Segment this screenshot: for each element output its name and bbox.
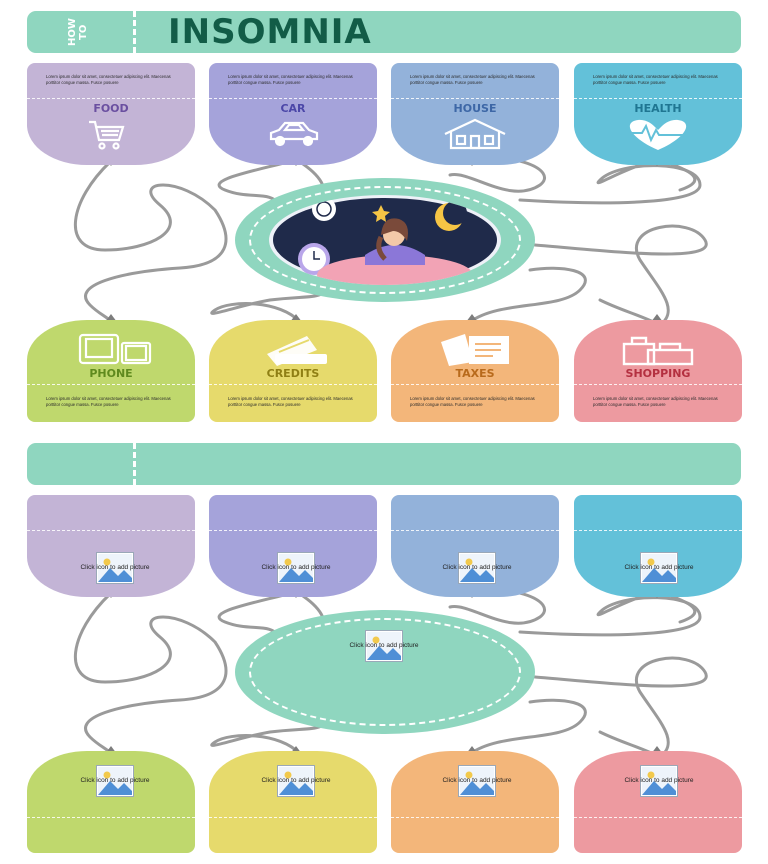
insomnia-illustration: [269, 195, 501, 285]
placeholder-caption: Click icon to add picture: [80, 564, 150, 571]
card-description: Lorem ipsum dolor sit amet, consectetuer…: [228, 74, 353, 85]
placeholder-caption: Click icon to add picture: [624, 564, 694, 571]
template-center-frame: [235, 610, 535, 734]
health-card: Lorem ipsum dolor sit amet, consectetuer…: [574, 63, 742, 165]
card-divider: [574, 384, 742, 385]
page-title: INSOMNIA: [168, 12, 372, 52]
picture-placeholder[interactable]: Click icon to add picture: [624, 552, 694, 584]
card-divider: [27, 384, 195, 385]
card-divider: [27, 530, 195, 531]
how-to-label: HOW TO: [67, 18, 89, 46]
shopping-cart-icon: [89, 120, 125, 150]
card-divider: [209, 98, 377, 99]
taxes-card: TAXES Lorem ipsum dolor sit amet, consec…: [391, 320, 559, 422]
card-description: Lorem ipsum dolor sit amet, consectetuer…: [593, 74, 718, 85]
shopping-card: SHOPPING Lorem ipsum dolor sit amet, con…: [574, 320, 742, 422]
card-description: Lorem ipsum dolor sit amet, consectetuer…: [410, 74, 535, 85]
placeholder-caption: Click icon to add picture: [80, 777, 150, 784]
placeholder-caption: Click icon to add picture: [261, 777, 331, 784]
house-card: Lorem ipsum dolor sit amet, consectetuer…: [391, 63, 559, 165]
credit-card-icon: [267, 336, 327, 366]
card-description: Lorem ipsum dolor sit amet, consectetuer…: [593, 396, 718, 407]
heart-pulse-icon: [628, 119, 689, 150]
picture-placeholder[interactable]: Click icon to add picture: [442, 765, 512, 797]
add-picture-icon[interactable]: [367, 632, 401, 660]
add-picture-icon[interactable]: [460, 767, 494, 795]
tax-papers-icon: [441, 334, 509, 366]
header-banner: HOW TO INSOMNIA: [27, 11, 741, 53]
card-label: CREDITS: [266, 367, 320, 380]
picture-placeholder[interactable]: Click icon to add picture: [261, 552, 331, 584]
dashed-border: [249, 186, 521, 294]
card-divider: [209, 384, 377, 385]
add-picture-icon[interactable]: [642, 554, 676, 582]
placeholder-caption: Click icon to add picture: [442, 777, 512, 784]
center-illustration-frame: [235, 178, 535, 302]
placeholder-caption: Click icon to add picture: [261, 564, 331, 571]
card-divider: [574, 98, 742, 99]
template-banner: [27, 443, 741, 485]
card-label: SHOPPING: [625, 367, 691, 380]
picture-placeholder[interactable]: Click icon to add picture: [349, 630, 419, 662]
card-divider: [574, 817, 742, 818]
add-picture-icon[interactable]: [98, 554, 132, 582]
card-description: Lorem ipsum dolor sit amet, consectetuer…: [410, 396, 535, 407]
card-description: Lorem ipsum dolor sit amet, consectetuer…: [228, 396, 353, 407]
add-picture-icon[interactable]: [642, 767, 676, 795]
card-label: CAR: [280, 102, 306, 115]
card-label: HOUSE: [453, 102, 497, 115]
card-description: Lorem ipsum dolor sit amet, consectetuer…: [46, 396, 171, 407]
card-divider: [27, 817, 195, 818]
card-divider: [391, 98, 559, 99]
placeholder-caption: Click icon to add picture: [349, 642, 419, 649]
card-label: TAXES: [455, 367, 495, 380]
picture-placeholder[interactable]: Click icon to add picture: [261, 765, 331, 797]
picture-placeholder[interactable]: Click icon to add picture: [624, 765, 694, 797]
add-picture-icon[interactable]: [279, 554, 313, 582]
card-divider: [574, 530, 742, 531]
devices-icon: [78, 333, 152, 365]
car-card: Lorem ipsum dolor sit amet, consectetuer…: [209, 63, 377, 165]
card-label: FOOD: [93, 102, 129, 115]
add-picture-icon[interactable]: [279, 767, 313, 795]
add-picture-icon[interactable]: [460, 554, 494, 582]
card-divider: [391, 530, 559, 531]
picture-placeholder[interactable]: Click icon to add picture: [80, 765, 150, 797]
add-picture-icon[interactable]: [98, 767, 132, 795]
picture-placeholder[interactable]: Click icon to add picture: [442, 552, 512, 584]
card-divider: [391, 384, 559, 385]
card-label: PHONE: [89, 367, 133, 380]
dashed-border: [249, 618, 521, 726]
credits-card: CREDITS Lorem ipsum dolor sit amet, cons…: [209, 320, 377, 422]
shopping-bag-icon: [622, 336, 694, 366]
placeholder-caption: Click icon to add picture: [624, 777, 694, 784]
card-divider: [27, 98, 195, 99]
card-divider: [209, 817, 377, 818]
card-label: HEALTH: [634, 102, 682, 115]
banner-divider: [133, 11, 136, 53]
house-icon: [444, 118, 506, 150]
car-icon: [269, 121, 319, 147]
card-divider: [209, 530, 377, 531]
banner-divider: [133, 443, 136, 485]
picture-placeholder[interactable]: Click icon to add picture: [80, 552, 150, 584]
food-card: Lorem ipsum dolor sit amet, consectetuer…: [27, 63, 195, 165]
phone-card: PHONE Lorem ipsum dolor sit amet, consec…: [27, 320, 195, 422]
card-description: Lorem ipsum dolor sit amet, consectetuer…: [46, 74, 171, 85]
card-divider: [391, 817, 559, 818]
placeholder-caption: Click icon to add picture: [442, 564, 512, 571]
